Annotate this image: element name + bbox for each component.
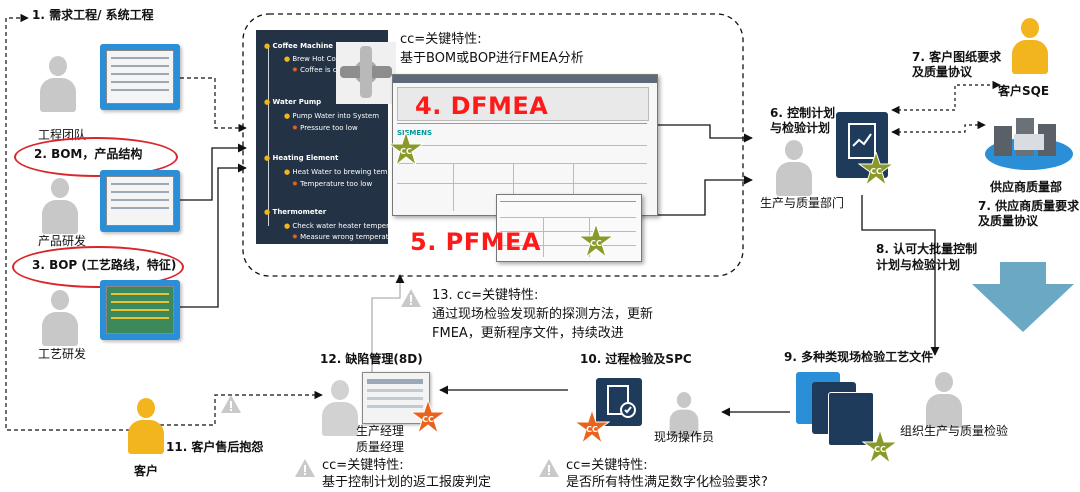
warning-icon: [221, 395, 241, 413]
down-arrow-icon: [972, 262, 1074, 332]
bop-highlight-ring: [12, 246, 184, 288]
step12-label: 12. 缺陷管理(8D): [320, 352, 423, 366]
step7a-label-line2: 及质量协议: [912, 65, 973, 79]
cc-star-icon: CC: [862, 430, 898, 465]
org-inspect-label: 组织生产与质量检验: [900, 424, 1009, 438]
product-dev-icon: [42, 178, 78, 238]
customer-icon: [128, 398, 164, 458]
cc-star-icon: CC: [388, 132, 424, 167]
cc-star-icon: CC: [574, 410, 610, 445]
process-dev-label: 工艺研发: [38, 347, 87, 361]
tree-item-sub: ✹ Coffee is cold: [292, 66, 348, 74]
inspection-doc-icon-3: [828, 392, 874, 446]
tree-item-main: ● Thermometer: [264, 208, 327, 216]
tree-item-main: ● Water Pump: [264, 98, 322, 106]
tree-item-sub: ● Heat Water to brewing temperature: [284, 168, 418, 176]
cc-text: CC: [400, 147, 412, 156]
tree-item-main: ● Heating Element: [264, 154, 339, 162]
warning-icon: [539, 459, 559, 477]
pfmea-window: [496, 194, 642, 262]
prod-mgr-label: 生产经理: [356, 424, 405, 438]
step10-label: 10. 过程检验及SPC: [580, 352, 692, 366]
process-dev-icon: [42, 290, 78, 350]
step6-label-line1: 6. 控制计划: [770, 106, 836, 120]
production-quality-label: 生产与质量部门: [760, 196, 845, 210]
siemens-logo: SIEMENS: [397, 129, 433, 137]
step8-label-line2: 计划与检验计划: [876, 258, 961, 272]
field-operator-label: 现场操作员: [654, 430, 715, 444]
step2-label: 2. BOM，产品结构: [34, 147, 143, 161]
team-screen-card: [100, 44, 180, 110]
cc-note-top-line2: 基于BOM或BOP进行FMEA分析: [400, 51, 584, 66]
step13-line3: FMEA，更新程序文件，持续改进: [432, 326, 624, 341]
engineering-team-icon: [40, 56, 76, 116]
step9-label: 9. 多种类现场检验工艺文件: [784, 350, 934, 364]
cc-text: CC: [586, 425, 598, 434]
cc-star-icon: CC: [578, 224, 614, 259]
warning-icon: [295, 459, 315, 477]
customer-label: 客户: [134, 464, 159, 478]
step8-label-line1: 8. 认可大批量控制: [876, 242, 978, 256]
tree-item-sub: ✹ Pressure too low: [292, 124, 358, 132]
cc-note-top-line1: cc=关键特性:: [400, 32, 482, 47]
factory-icon: [985, 118, 1073, 170]
warning-icon: [401, 289, 421, 307]
supplier-quality-label: 供应商质量部: [990, 180, 1063, 194]
step13-line2: 通过现场检验发现新的探测方法，更新: [432, 307, 654, 322]
pfmea-title: 5. PFMEA: [410, 228, 542, 256]
tree-item-sub: ✹ Temperature too low: [292, 180, 373, 188]
cc-text: CC: [870, 167, 882, 176]
cc-star-icon: CC: [858, 152, 894, 187]
dfmea-window: SIEMENS: [392, 74, 658, 216]
product-dev-label: 产品研发: [38, 234, 87, 248]
bom-highlight-ring: [14, 137, 178, 177]
cc-star-icon: CC: [410, 400, 446, 435]
cc-note-bl-line2: 基于控制计划的返工报废判定: [322, 475, 492, 490]
tree-item-sub: ● Check water heater temperature: [284, 222, 408, 230]
quality-manager-icon: [322, 380, 358, 440]
quality-mgr-label: 质量经理: [356, 440, 405, 454]
product-dev-screen-card: [100, 170, 180, 232]
step1-label: 1. 需求工程/ 系统工程: [32, 8, 154, 22]
cc-text: CC: [874, 445, 886, 454]
process-dev-screen-card: [100, 280, 180, 340]
field-operator-icon: [669, 392, 699, 440]
step7b-label-line2: 及质量协议: [978, 214, 1039, 228]
step6-label-line2: 与检验计划: [770, 121, 831, 135]
customer-sqe-label: 客户SQE: [998, 84, 1050, 98]
tree-item-main: ● Coffee Machine: [264, 42, 334, 50]
inspector-icon: [926, 372, 962, 432]
tree-item-sub: ● Pump Water into System: [284, 112, 380, 120]
customer-sqe-icon: [1012, 18, 1048, 78]
step3-label: 3. BOP (工艺路线，特征): [32, 258, 177, 272]
cc-text: CC: [590, 239, 602, 248]
part-photo-icon: [336, 42, 396, 104]
cc-note-bm-line1: cc=关键特性:: [566, 458, 648, 473]
step11-label: 11. 客户售后抱怨: [166, 440, 264, 454]
cc-text: CC: [422, 415, 434, 424]
step13-line1: 13. cc=关键特性:: [432, 288, 539, 303]
tree-item-sub: ● Brew Hot Coffee: [284, 55, 350, 63]
production-quality-icon: [776, 140, 812, 200]
tree-item-sub: ✹ Measure wrong temperature: [292, 233, 400, 241]
cc-note-bl-line1: cc=关键特性:: [322, 458, 404, 473]
step7b-label-line1: 7. 供应商质量要求: [978, 199, 1080, 213]
step7a-label-line1: 7. 客户图纸要求: [912, 50, 1002, 64]
cc-note-bm-line2: 是否所有特性满足数字化检验要求?: [566, 475, 768, 490]
dfmea-title: 4. DFMEA: [415, 92, 549, 120]
spc-doc-icon: [596, 378, 642, 426]
